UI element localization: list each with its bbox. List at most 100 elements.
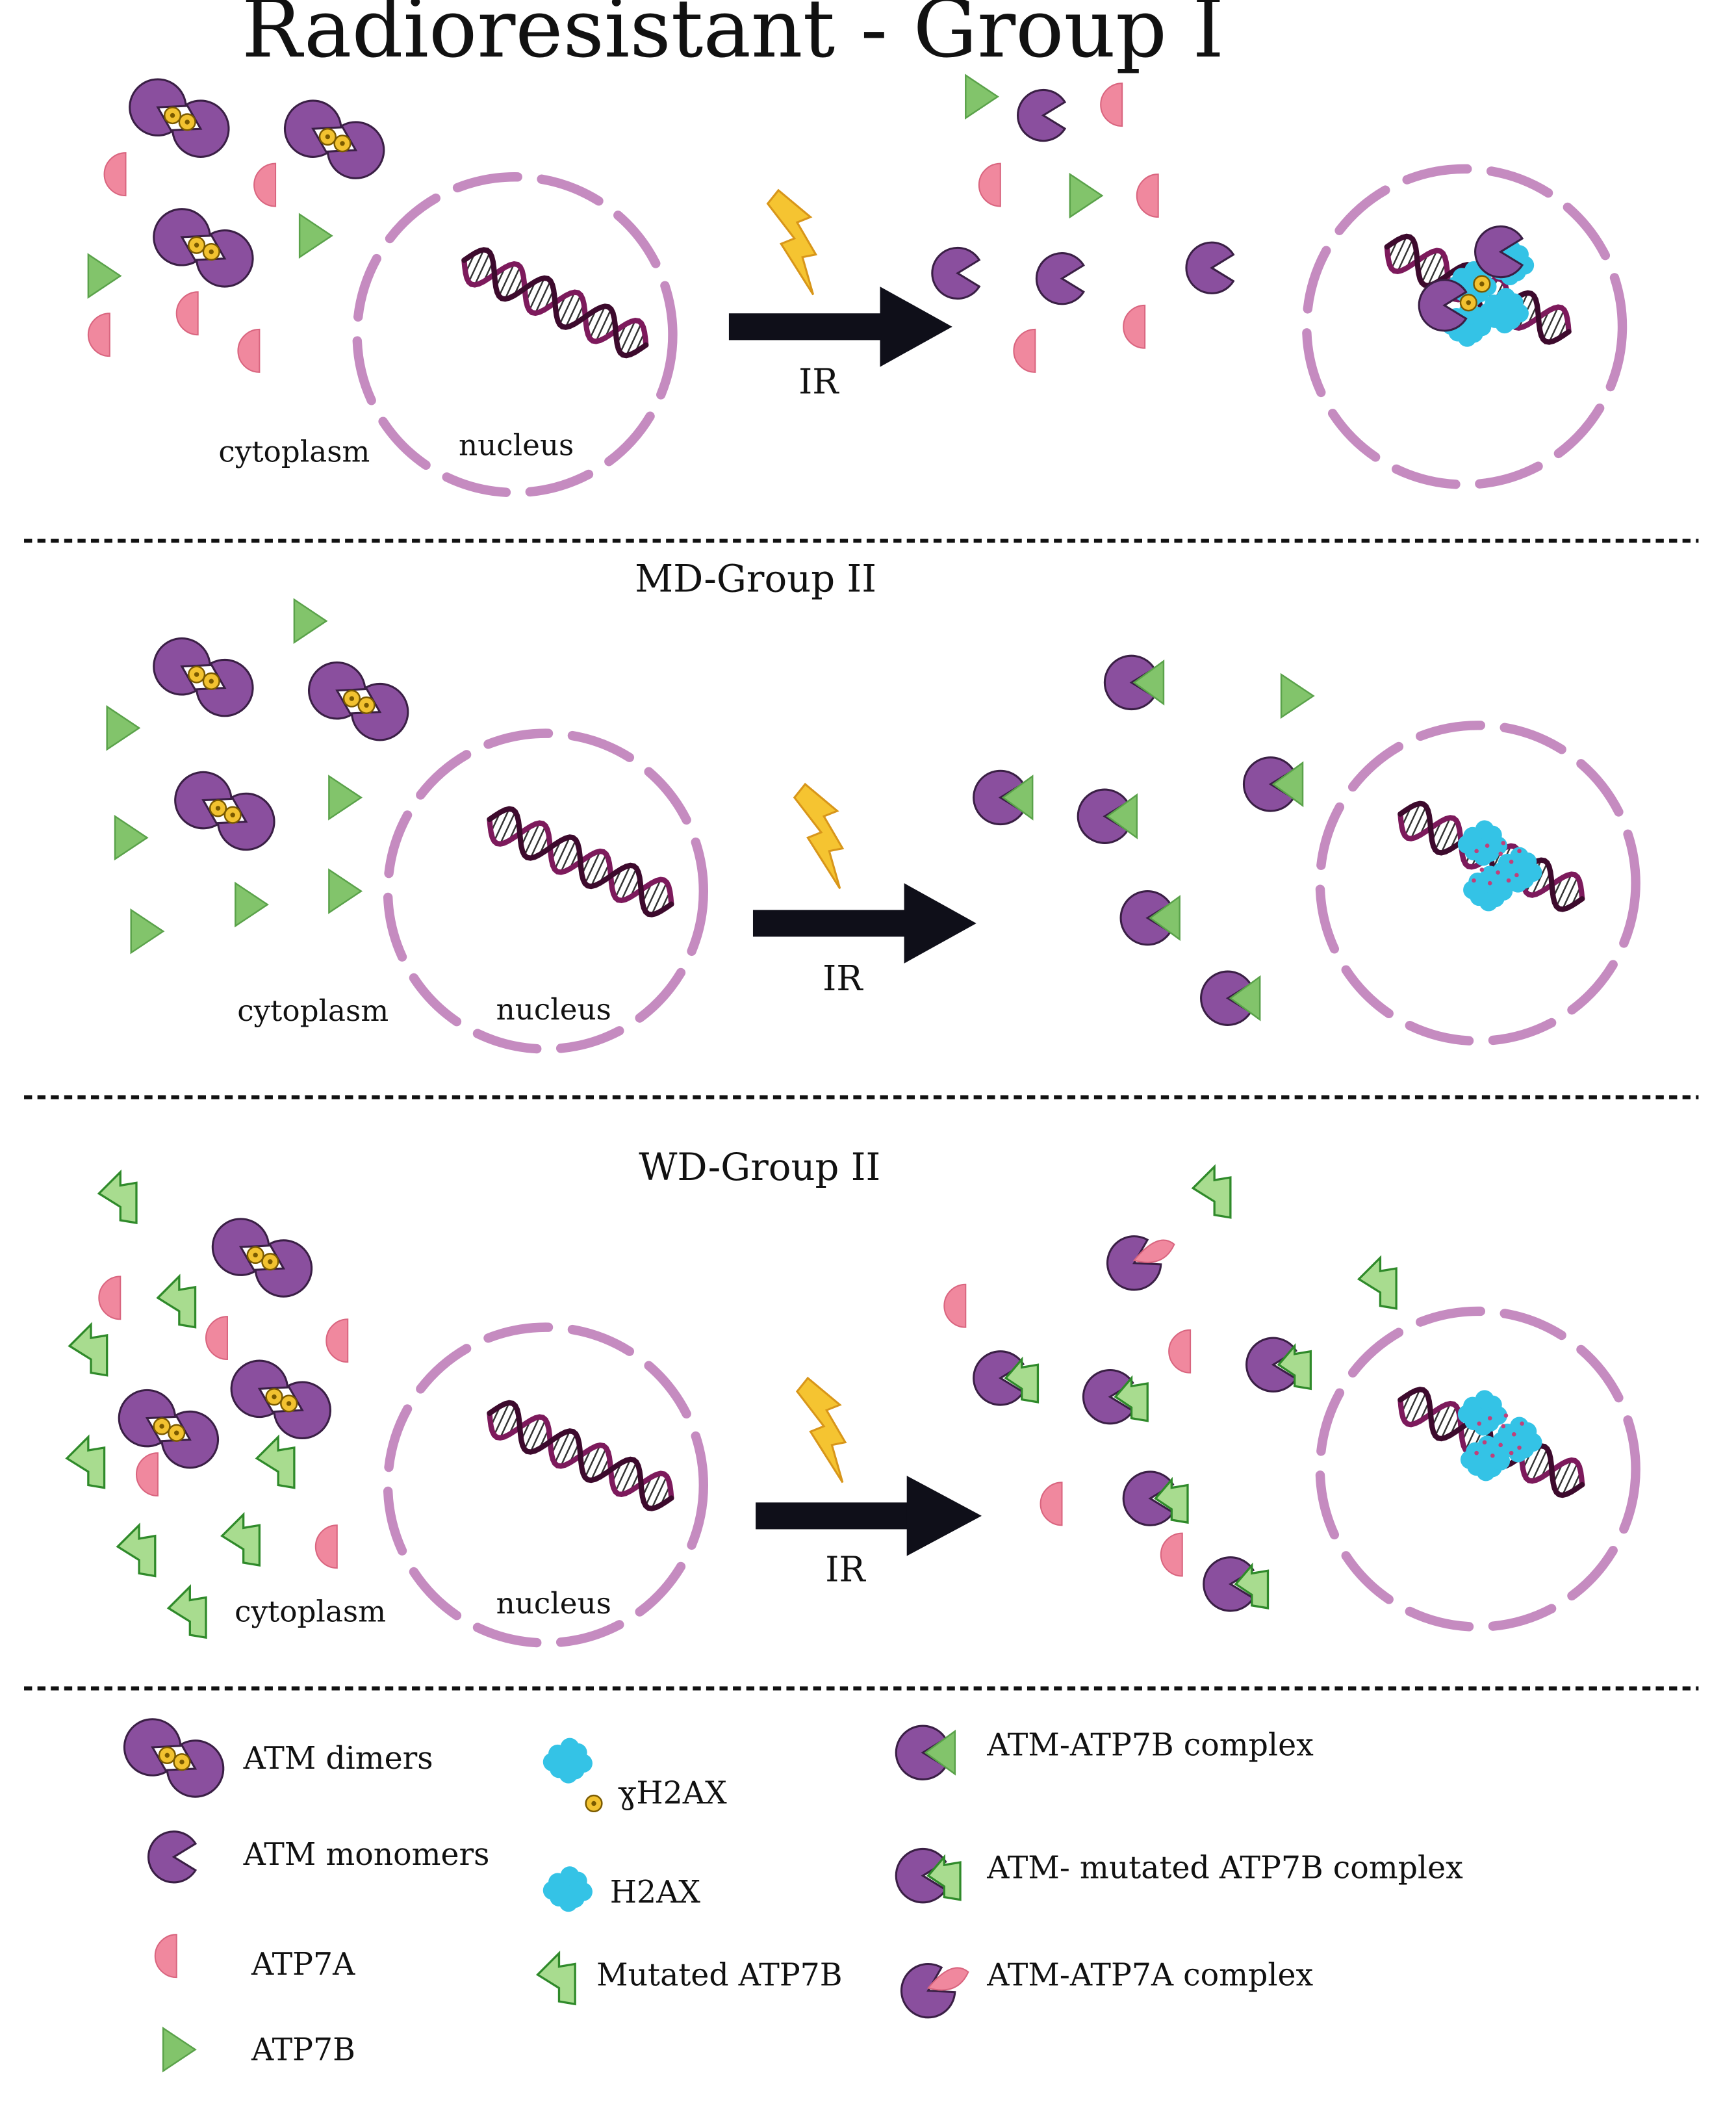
atm-dimer: [129, 78, 230, 158]
atm-atp7b-complex: [1103, 654, 1165, 711]
atp7a-protein: [978, 162, 1001, 207]
panel-title: Radioresistant - Group I: [242, 0, 1224, 76]
atm-monomer: [1185, 241, 1235, 294]
legend-mutated-atp7b-icon: [535, 1951, 576, 2006]
cytoplasm-label: cytoplasm: [218, 435, 370, 469]
ir-arrow: [756, 1476, 982, 1556]
atm-monomer: [1035, 252, 1085, 305]
atm-monomer: [1418, 279, 1468, 332]
atp7b-protein: [114, 814, 149, 861]
cytoplasm-label: cytoplasm: [235, 1595, 386, 1629]
atp7a-protein: [1123, 304, 1146, 349]
atp7b-protein: [1069, 172, 1104, 219]
atp7a-protein: [87, 313, 110, 357]
atp7a-protein: [943, 1283, 967, 1328]
cytoplasm-after: [943, 1164, 1398, 1612]
ir-label: IR: [825, 1549, 866, 1590]
mutated-atp7b-protein: [156, 1274, 197, 1329]
pink-speckles: [1472, 841, 1522, 886]
legend-gamma-h2ax: ɣH2AX: [618, 1775, 727, 1811]
ir-label: IR: [798, 361, 839, 402]
legend-h2ax-icon: [542, 1866, 593, 1912]
legend-atm-monomers: ATM monomers: [243, 1837, 490, 1873]
dna-helix: [487, 1400, 674, 1511]
atm-atp7b-complex: [1119, 890, 1181, 946]
atm-dimer: [153, 637, 254, 717]
atp7a-protein: [1168, 1329, 1192, 1374]
atp7b-protein: [235, 881, 269, 928]
legend-atm-dimers: ATM dimers: [243, 1741, 433, 1777]
legend-atp7b: ATP7B: [251, 2033, 355, 2068]
atm-dimer: [308, 661, 409, 741]
cytoplasm-before: [65, 1169, 349, 1639]
atp7b-protein: [1280, 673, 1315, 719]
legend-atm-atp7a-complex: ATM-ATP7A complex: [986, 1957, 1313, 1993]
nucleus-label: nucleus: [459, 428, 574, 462]
mutated-atp7b-protein: [116, 1522, 157, 1578]
atm-dimer: [211, 1218, 313, 1298]
legend-atp7a: ATP7A: [251, 1947, 355, 1982]
atp7a-protein: [1040, 1482, 1063, 1526]
atm-dimer: [118, 1389, 220, 1469]
atp7a-protein: [1100, 83, 1123, 127]
nucleus-before: [352, 172, 678, 498]
atm-monomer: [1017, 88, 1067, 142]
atp7a-protein: [98, 1276, 121, 1320]
atp7a-protein: [326, 1318, 349, 1363]
atm-dimer: [174, 771, 275, 851]
mutated-atp7b-protein: [1191, 1164, 1232, 1219]
nucleus-after: [1302, 164, 1628, 489]
legend-atm-dimer-icon: [123, 1718, 225, 1798]
atm-atp7a-complex: [1106, 1235, 1175, 1291]
panel-radioresistant: Radioresistant - Group I cytoplasm nucle…: [87, 0, 1628, 498]
legend-atm-atp7b-complex-icon: [895, 1725, 956, 1780]
panel-title: MD-Group II: [635, 557, 876, 600]
legend-gamma-h2ax-icon: [542, 1738, 593, 1784]
atm-dimer: [283, 99, 385, 179]
dna-helix: [487, 806, 674, 917]
atm-monomer: [1474, 225, 1524, 279]
nucleus-label: nucleus: [496, 1586, 611, 1621]
nucleus-after: [1315, 721, 1640, 1046]
atp7b-protein: [130, 908, 165, 955]
atp7a-protein: [237, 328, 261, 373]
legend-atm-mutated-atp7b-complex-icon: [895, 1847, 962, 1904]
legend-atm-monomer-icon: [147, 1830, 198, 1884]
atp7a-protein: [135, 1452, 159, 1497]
mutated-atp7b-protein: [65, 1434, 106, 1489]
mutated-atp7b-protein: [220, 1511, 261, 1567]
atm-mutated-atp7b-complex: [1245, 1337, 1312, 1392]
mutated-atp7b-protein: [1357, 1255, 1398, 1310]
h2ax-cluster: [1463, 866, 1513, 912]
lightning-icon: [767, 189, 817, 296]
atm-monomer: [931, 246, 981, 300]
cytoplasm-before: [87, 78, 385, 373]
lightning-icon: [796, 1377, 847, 1483]
atp7a-protein: [1013, 328, 1036, 373]
cytoplasm-after: [973, 654, 1315, 1026]
atm-dimer: [153, 208, 254, 288]
legend-h2ax: H2AX: [610, 1875, 701, 1910]
phospho-dot: [1473, 275, 1491, 293]
nucleus-before: [383, 728, 709, 1054]
atp7a-protein: [253, 162, 277, 207]
ir-arrow: [728, 287, 952, 367]
dna-helix: [461, 247, 649, 359]
atp7b-protein: [106, 705, 141, 751]
legend-atp7b-icon: [162, 2026, 197, 2073]
mutated-atp7b-protein: [68, 1322, 108, 1377]
legend-atp7a-icon: [154, 1934, 177, 1979]
atm-atp7b-complex: [1200, 970, 1261, 1026]
atm-dimer: [230, 1359, 331, 1440]
panel-title: WD-Group II: [639, 1146, 880, 1189]
panel-md-group: MD-Group II cytoplasm nucleus IR: [106, 557, 1640, 1054]
atp7a-protein: [1136, 173, 1159, 218]
legend-atm-atp7a-complex-icon: [900, 1962, 969, 2019]
atm-atp7b-complex: [973, 769, 1034, 826]
mutated-atp7b-protein: [97, 1169, 138, 1224]
legend-atm-mutated-atp7b-complex: ATM- mutated ATP7B complex: [986, 1851, 1463, 1886]
nucleus-before: [383, 1322, 709, 1648]
atm-atp7b-complex: [1242, 756, 1304, 812]
atm-atp7b-complex: [1077, 788, 1138, 844]
cytoplasm-after: [931, 73, 1235, 373]
